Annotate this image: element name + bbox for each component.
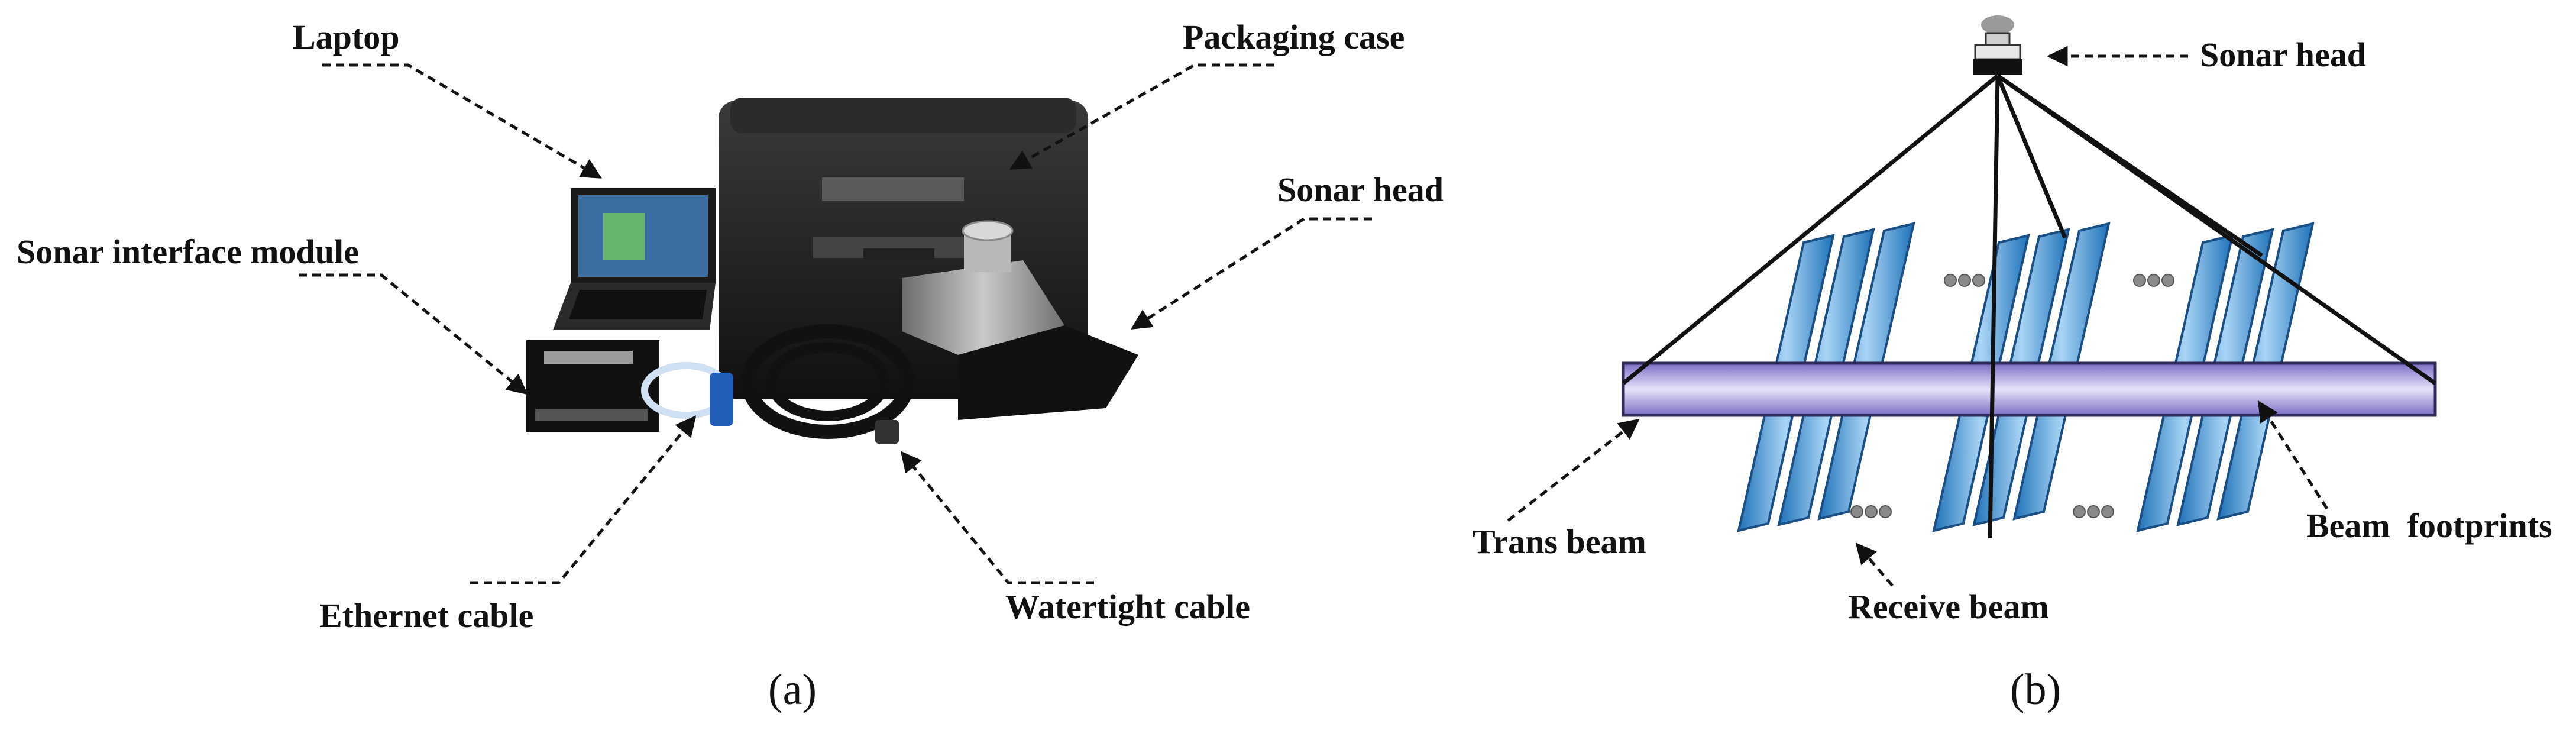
trans-beam-leader-line — [1507, 418, 1640, 522]
label-watertight-cable: Watertight cable — [1005, 587, 1250, 626]
label-beam-footprints: Beam footprints — [2306, 506, 2552, 545]
ethernet-cable-leader-line — [470, 415, 697, 584]
laptop-leader-line — [322, 63, 603, 179]
label-sonar-interface-module: Sonar interface module — [17, 232, 359, 271]
sonar-head-leader-line-a — [1131, 217, 1372, 330]
sonar-head-illustration — [902, 220, 1138, 420]
panel-b: Sonar head Trans beam Receive beam Beam … — [1473, 15, 2552, 714]
receive-beam-leader-line — [1855, 542, 1894, 587]
caption-b: (b) — [2010, 666, 2061, 714]
laptop-illustration — [553, 188, 716, 330]
interface-module-leader-line — [299, 273, 528, 395]
caption-a: (a) — [768, 666, 817, 714]
label-ethernet-cable: Ethernet cable — [319, 596, 533, 635]
label-receive-beam: Receive beam — [1848, 587, 2049, 626]
ethernet-cable-illustration — [641, 362, 733, 426]
watertight-cable-illustration — [741, 324, 915, 444]
sonar-head-icon — [1973, 15, 2022, 75]
label-sonar-head-b: Sonar head — [2200, 35, 2366, 74]
sonar-interface-module-illustration — [526, 340, 659, 432]
packaging-case-leader-line — [1009, 63, 1274, 170]
label-trans-beam: Trans beam — [1473, 522, 1646, 561]
beam-footprints-leader-line — [2257, 400, 2329, 510]
ellipsis-dots — [1850, 274, 2174, 518]
panel-a: Laptop Packaging case Sonar head Sonar i… — [17, 18, 1444, 714]
trans-beam-band — [1622, 361, 2437, 417]
label-laptop: Laptop — [293, 18, 400, 56]
label-sonar-head-a: Sonar head — [1277, 170, 1444, 209]
sonar-rays — [1622, 74, 2437, 539]
label-packaging-case: Packaging case — [1183, 18, 1404, 56]
watertight-cable-leader-line — [900, 451, 1094, 584]
